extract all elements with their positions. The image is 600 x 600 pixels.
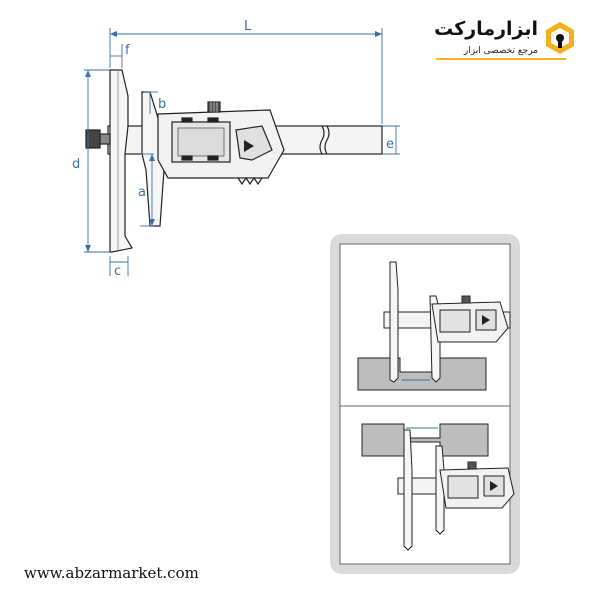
dim-label-c: c [114, 264, 121, 279]
inset-panel-inside [357, 261, 511, 391]
dim-label-f: f [125, 43, 130, 58]
website-link[interactable]: www.abzarmarket.com [24, 564, 199, 582]
dim-label-b: b [158, 97, 166, 112]
dim-label-a: a [138, 185, 146, 200]
brand-subtitle: مرجع تخصصی ابزار [463, 46, 538, 56]
logo-mark-icon [546, 22, 574, 54]
usage-inset [330, 234, 520, 574]
caliper-main [85, 69, 383, 253]
dim-label-e: e [386, 137, 394, 152]
dimension-lines [84, 28, 400, 276]
dim-label-L: L [244, 19, 252, 34]
fixed-jaw [109, 69, 133, 253]
dim-label-d: d [72, 157, 80, 172]
play-button-icon [244, 140, 254, 152]
brand-accent-rule [436, 58, 566, 60]
inset-panel-outside [361, 423, 515, 551]
brand-title: ابزارمارکت [434, 18, 538, 40]
